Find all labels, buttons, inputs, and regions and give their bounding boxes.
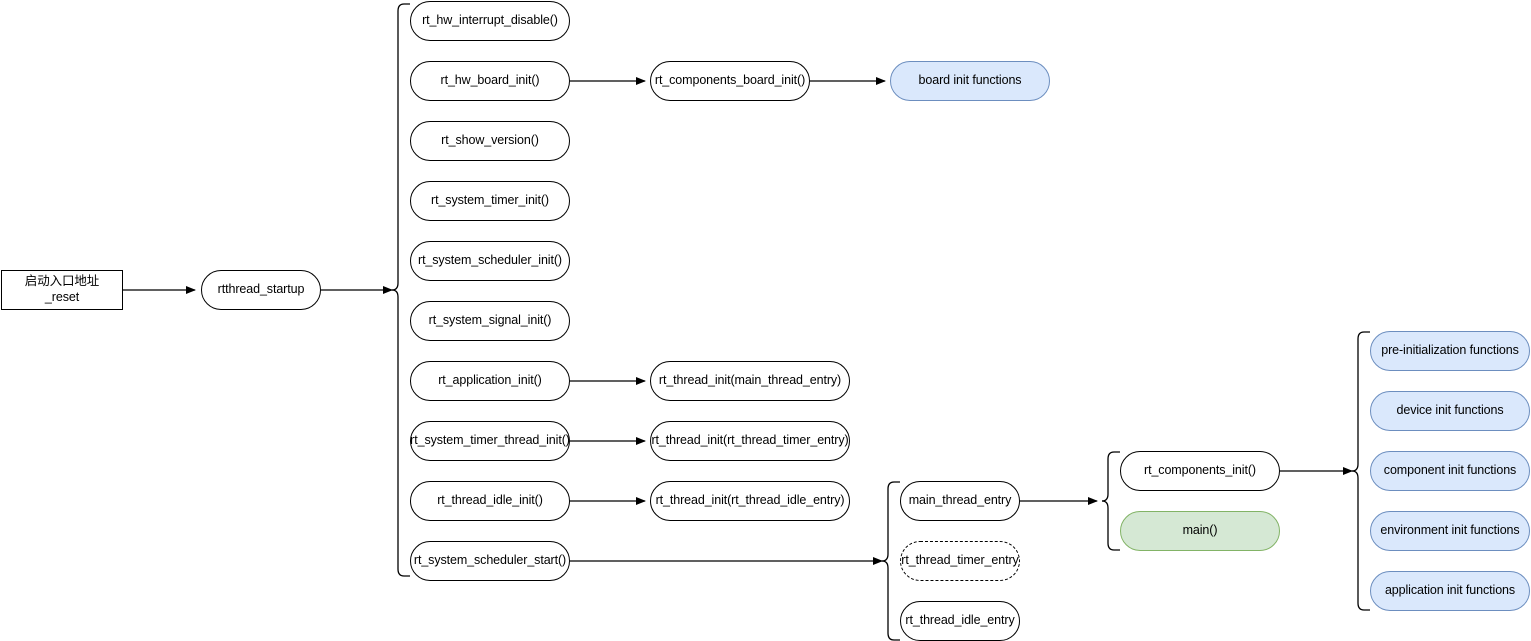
node-board-init-functions[interactable]: board init functions [890, 61, 1050, 101]
node-rt-show-version[interactable]: rt_show_version() [410, 121, 570, 161]
node-rt-application-init[interactable]: rt_application_init() [410, 361, 570, 401]
node-label: pre-initialization functions [1381, 343, 1519, 358]
node-rt-system-timer-thread-init[interactable]: rt_system_timer_thread_init() [410, 421, 570, 461]
node-main-thread-entry[interactable]: main_thread_entry [900, 481, 1020, 521]
node-label: rt_system_timer_thread_init() [410, 433, 570, 448]
node-label: rt_thread_init(rt_thread_timer_entry) [651, 433, 849, 448]
node-label: rt_thread_idle_init() [437, 493, 543, 508]
node-rt-thread-idle-init[interactable]: rt_thread_idle_init() [410, 481, 570, 521]
node-label: component init functions [1383, 463, 1517, 478]
node-label: rt_thread_idle_entry [905, 613, 1015, 628]
node-rt-thread-init-timer[interactable]: rt_thread_init(rt_thread_timer_entry) [650, 421, 850, 461]
node-label: rt_components_init() [1144, 463, 1256, 478]
node-entry-address-label: 启动入口地址 _reset [24, 274, 100, 304]
node-label: rt_thread_init(rt_thread_idle_entry) [655, 493, 845, 508]
node-label: rt_hw_interrupt_disable() [422, 13, 558, 28]
node-label: rt_components_board_init() [654, 73, 806, 88]
node-label: main_thread_entry [908, 493, 1012, 508]
node-label: board init functions [918, 73, 1022, 88]
node-rt-system-timer-init[interactable]: rt_system_timer_init() [410, 181, 570, 221]
bracket-init-functions [1351, 331, 1370, 611]
node-label: rt_system_scheduler_start() [413, 553, 567, 568]
node-label: rt_application_init() [438, 373, 542, 388]
node-rt-system-scheduler-init[interactable]: rt_system_scheduler_init() [410, 241, 570, 281]
node-application-init-functions[interactable]: application init functions [1370, 571, 1530, 611]
node-label: rt_thread_init(main_thread_entry) [658, 373, 842, 388]
node-main[interactable]: main() [1120, 511, 1280, 551]
node-rt-thread-idle-entry[interactable]: rt_thread_idle_entry [900, 601, 1020, 641]
node-label: rt_show_version() [441, 133, 539, 148]
node-rtthread-startup[interactable]: rtthread_startup [201, 270, 321, 310]
node-label: environment init functions [1380, 523, 1520, 538]
node-label: main() [1182, 523, 1218, 538]
node-label: rt_system_signal_init() [428, 313, 552, 328]
node-rt-components-board-init[interactable]: rt_components_board_init() [650, 61, 810, 101]
node-rt-system-signal-init[interactable]: rt_system_signal_init() [410, 301, 570, 341]
node-rt-thread-init-main[interactable]: rt_thread_init(main_thread_entry) [650, 361, 850, 401]
node-rt-thread-timer-entry[interactable]: rt_thread_timer_entry [900, 541, 1020, 581]
node-label: rt_system_scheduler_init() [418, 253, 562, 268]
node-label: device init functions [1396, 403, 1504, 418]
bracket-main-group [1101, 451, 1120, 551]
node-rtthread-startup-label: rtthread_startup [217, 282, 305, 297]
node-pre-initialization-functions[interactable]: pre-initialization functions [1370, 331, 1530, 371]
node-label: rt_thread_timer_entry [901, 553, 1019, 568]
node-component-init-functions[interactable]: component init functions [1370, 451, 1530, 491]
node-label: rt_system_timer_init() [431, 193, 549, 208]
node-rt-thread-init-idle[interactable]: rt_thread_init(rt_thread_idle_entry) [650, 481, 850, 521]
bracket-startup-steps [391, 3, 410, 577]
node-environment-init-functions[interactable]: environment init functions [1370, 511, 1530, 551]
node-rt-hw-interrupt-disable[interactable]: rt_hw_interrupt_disable() [410, 1, 570, 41]
node-label: application init functions [1384, 583, 1516, 598]
node-rt-components-init[interactable]: rt_components_init() [1120, 451, 1280, 491]
node-device-init-functions[interactable]: device init functions [1370, 391, 1530, 431]
node-rt-hw-board-init[interactable]: rt_hw_board_init() [410, 61, 570, 101]
node-entry-address[interactable]: 启动入口地址 _reset [1, 270, 123, 310]
node-rt-system-scheduler-start[interactable]: rt_system_scheduler_start() [410, 541, 570, 581]
node-label: rt_hw_board_init() [440, 73, 540, 88]
